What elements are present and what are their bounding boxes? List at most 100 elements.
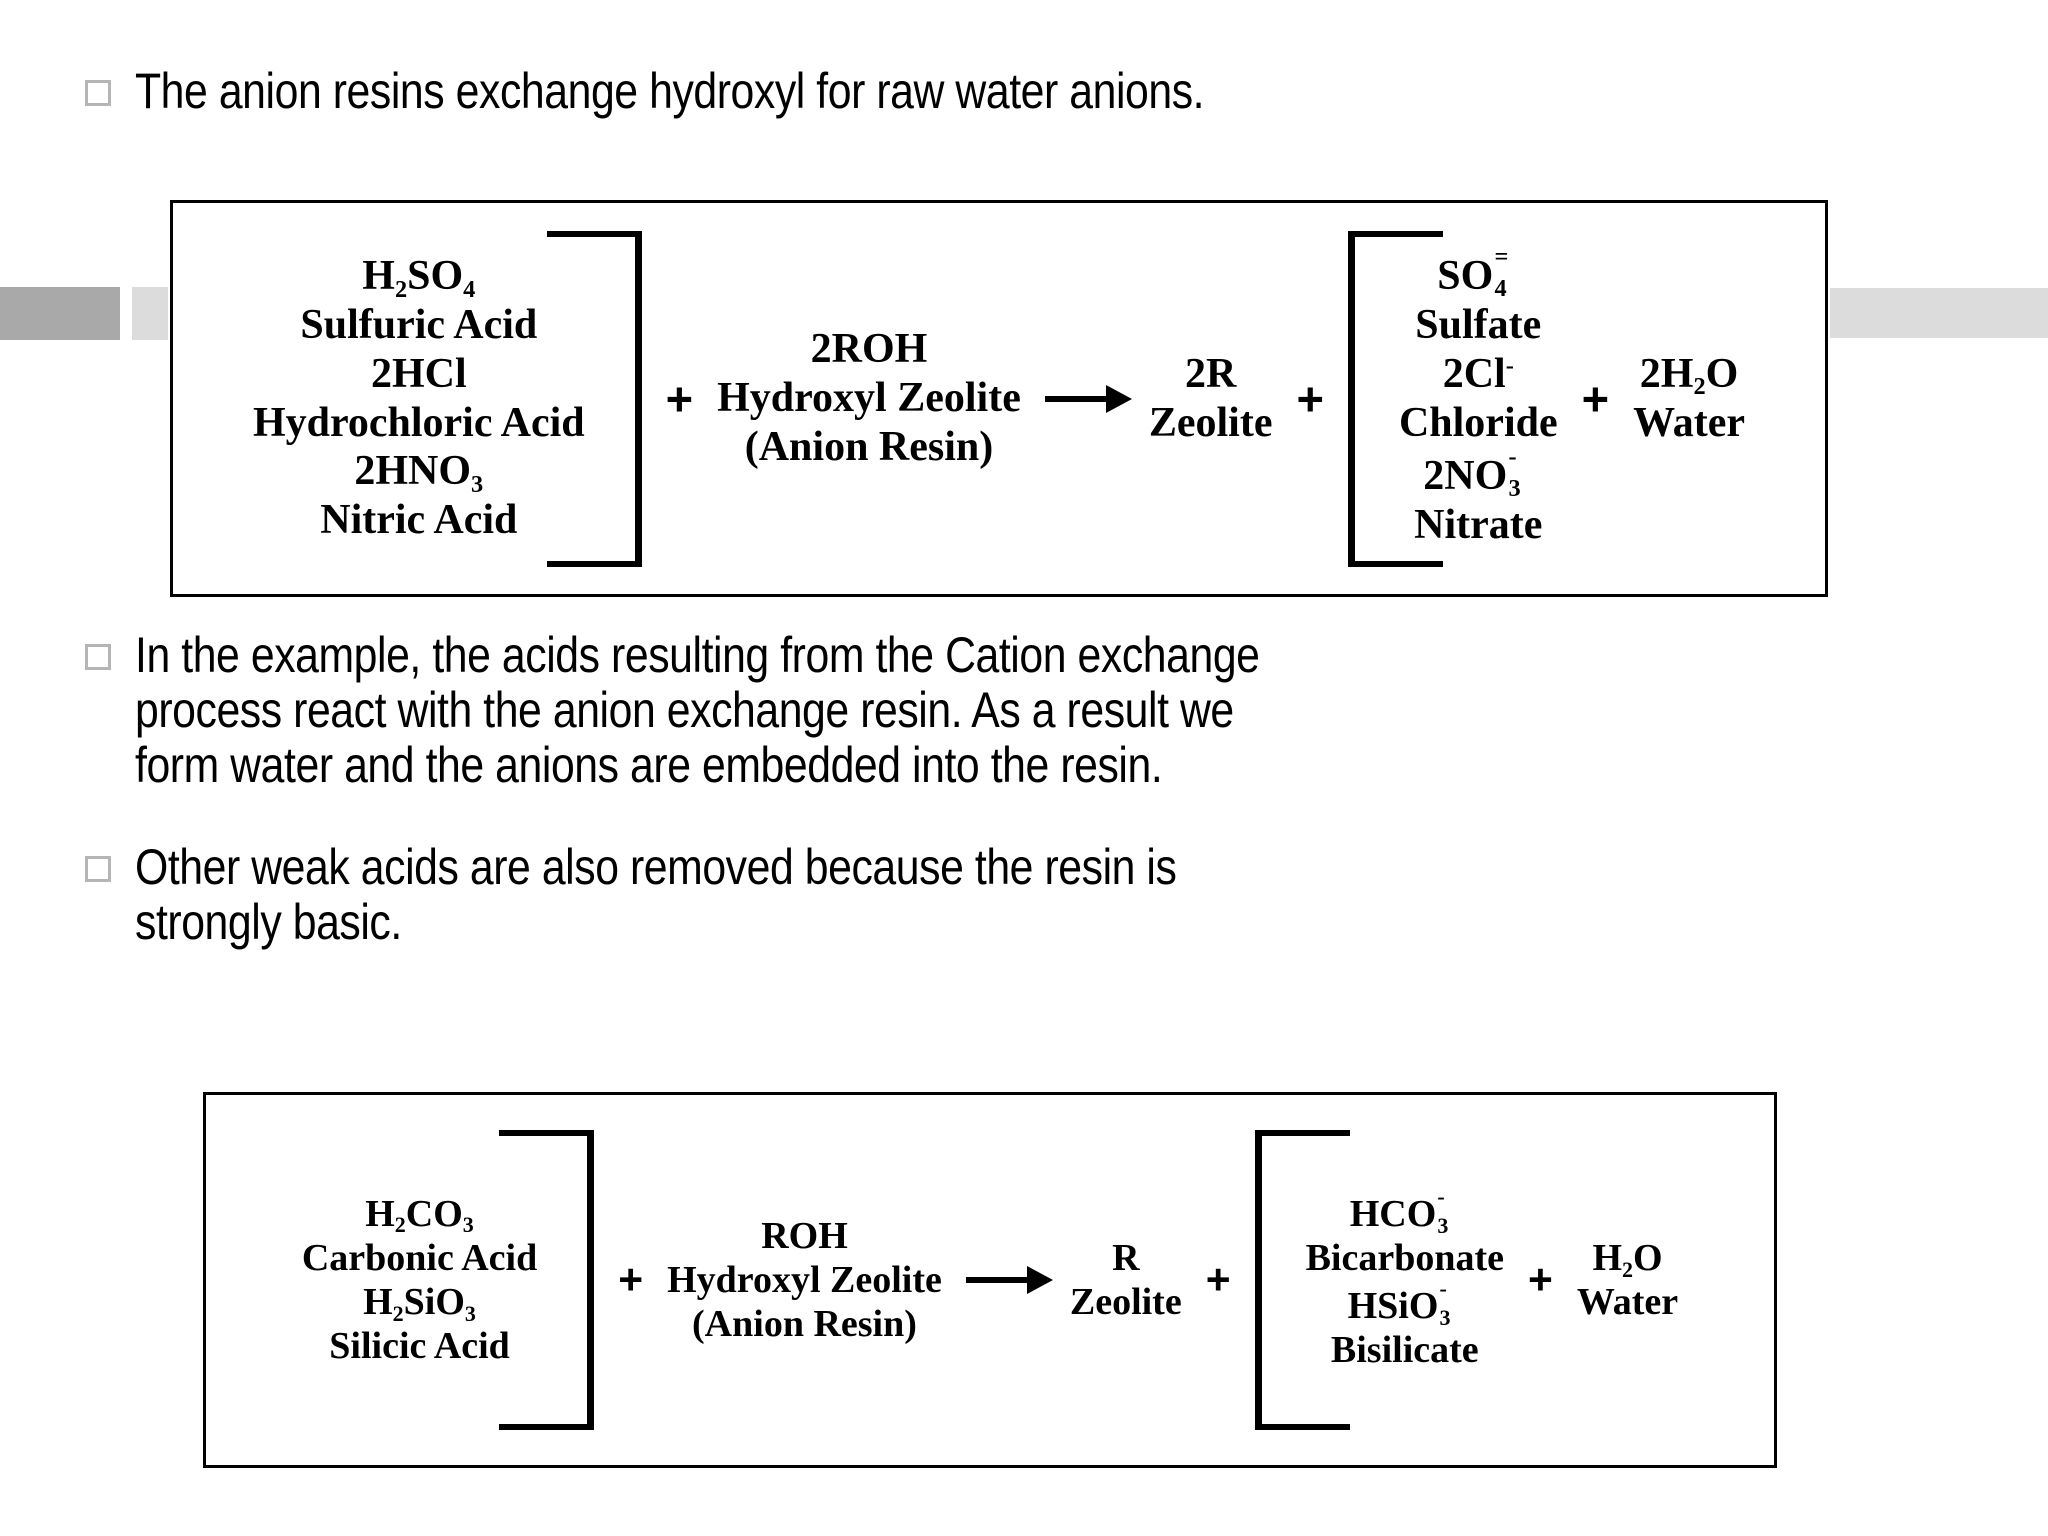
bullet-line: process react with the anion exchange re… — [135, 682, 1234, 738]
product-line: R — [1112, 1236, 1140, 1279]
bullet-text: The anion resins exchange hydroxyl for r… — [135, 63, 1205, 119]
charge-stack: -3 — [1436, 1183, 1460, 1236]
subscript: 3 — [1508, 475, 1521, 503]
compound-formula: 2HNO3 — [253, 447, 585, 496]
formula-text: O — [1633, 1236, 1663, 1279]
chemical-formula: H2SiO3 — [363, 1281, 476, 1326]
bullet-square-icon — [85, 644, 111, 670]
formula-text: SO — [1437, 253, 1494, 300]
plus-sign: + — [1296, 372, 1324, 425]
reagent-line: (Anion Resin) — [692, 1303, 917, 1346]
compound-formula: HCO-3 — [1306, 1185, 1504, 1236]
chemical-formula: SO= 4 — [1437, 244, 1519, 303]
chemical-formula: H2O — [1592, 1236, 1663, 1282]
charge-stack: -3 — [1438, 1275, 1462, 1328]
chemical-formula: HCO-3 — [1349, 1185, 1460, 1236]
compound-name: Water — [1576, 1281, 1679, 1323]
compound-formula: H2SO4 — [253, 252, 585, 301]
side-band-left — [0, 287, 120, 340]
compound-formula: SO= 4 — [1399, 244, 1558, 303]
formula-text: H — [362, 253, 395, 300]
formula-text: SiO — [403, 1281, 465, 1323]
superscript: - — [1437, 1183, 1445, 1209]
formula-text: 2Cl — [1442, 350, 1506, 397]
formula-text: CO — [405, 1192, 463, 1235]
accent-square — [132, 287, 168, 340]
reaction-arrow-icon — [965, 1277, 1028, 1283]
bullet-text: In the example, the acids resulting from… — [135, 628, 1260, 793]
formula-text: HCO — [1349, 1192, 1437, 1235]
plus-sign: + — [1581, 372, 1610, 425]
compound-name: Nitrate — [1414, 501, 1543, 548]
right-bracket — [546, 230, 642, 567]
formula-text: 2HNO — [354, 448, 472, 495]
bullet-item-2: In the example, the acids resulting from… — [85, 628, 1450, 793]
compound-name: Chloride — [1398, 399, 1558, 446]
formula-text: O — [1705, 350, 1739, 397]
superscript: - — [1439, 1275, 1447, 1301]
reagent-line: Hydroxyl Zeolite — [717, 375, 1021, 422]
compound-formula: H2SiO3 — [302, 1280, 537, 1324]
reagent-line: ROH — [761, 1214, 848, 1257]
compound-name: Bisilicate — [1330, 1329, 1479, 1372]
chemical-formula: H2SO4 — [362, 253, 476, 303]
bullet-line: Other weak acids are also removed becaus… — [135, 839, 1177, 895]
product-line: 2R — [1184, 350, 1237, 397]
compound-name: Nitric Acid — [320, 496, 518, 543]
bullet-text: Other weak acids are also removed becaus… — [135, 839, 1177, 950]
compound-formula: 2Cl- — [1399, 350, 1558, 399]
chemical-formula: 2NO-3 — [1423, 444, 1533, 501]
reagent-line: Hydroxyl Zeolite — [667, 1258, 942, 1301]
bullet-item-3: Other weak acids are also removed becaus… — [85, 839, 1353, 950]
chemical-formula: H2CO3 — [365, 1192, 474, 1238]
compound-name: Sulfate — [1415, 302, 1542, 349]
compound-name: Sulfuric Acid — [300, 302, 538, 349]
plus-sign: + — [1528, 1255, 1553, 1304]
formula-text: 2HCl — [370, 350, 467, 397]
left-bracket — [1254, 1130, 1350, 1430]
compound-formula: 2NO-3 — [1399, 444, 1558, 501]
right-bracket — [499, 1130, 595, 1430]
bullet-line: The anion resins exchange hydroxyl for r… — [135, 63, 1205, 119]
formula-text: SO — [407, 253, 464, 300]
formula-text: 2NO — [1423, 453, 1508, 500]
bullet-line: form water and the anions are embedded i… — [135, 737, 1163, 793]
charge-stack: -3 — [1507, 442, 1533, 501]
formula-text: H — [363, 1281, 393, 1323]
compound-formula: HSiO-3 — [1306, 1275, 1504, 1328]
formula-text: H — [365, 1192, 395, 1235]
bullet-square-icon — [85, 856, 111, 882]
chemical-formula: 2HCl — [371, 351, 467, 397]
compound-name: Silicic Acid — [329, 1325, 510, 1368]
superscript: - — [1508, 442, 1517, 470]
plus-sign: + — [1205, 1255, 1231, 1304]
reagent-line: (Anion Resin) — [744, 423, 994, 470]
compound-name: Hydrochloric Acid — [252, 399, 585, 446]
chemical-formula: 2HNO3 — [354, 448, 484, 498]
bullet-line: strongly basic. — [135, 894, 402, 950]
subscript: 3 — [1437, 1212, 1449, 1238]
compound-name: Carbonic Acid — [301, 1236, 538, 1279]
left-bracket — [1347, 230, 1443, 567]
subscript: 4 — [1494, 275, 1507, 303]
formula-text: HSiO — [1347, 1285, 1439, 1327]
product-line: Zeolite — [1069, 1281, 1182, 1323]
superscript: = — [1494, 242, 1509, 270]
compound-formula: H2CO3 — [302, 1192, 537, 1236]
formula-text: H — [1592, 1236, 1623, 1279]
compound-name: Bicarbonate — [1305, 1236, 1505, 1279]
